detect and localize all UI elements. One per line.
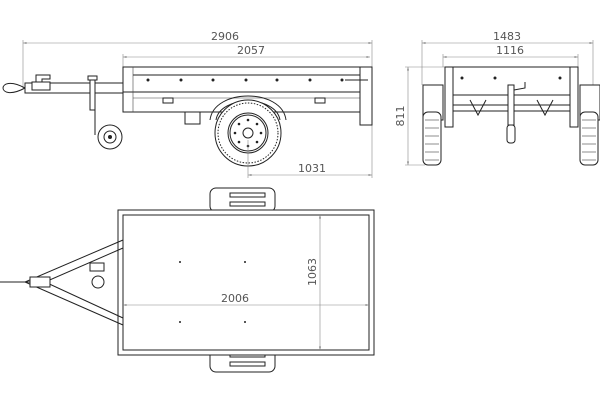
dimension-box-length: 2057	[237, 44, 265, 57]
rear-view: 1483 1116 811	[394, 30, 600, 166]
top-view: 1063 2006	[0, 187, 375, 373]
dimension-inner-length: 2006	[221, 292, 249, 305]
dimension-overall-length: 2906	[211, 30, 239, 43]
dimension-overall-width: 1483	[493, 30, 521, 43]
dimension-axle-to-rear: 1031	[298, 162, 326, 175]
dimension-inner-width: 1063	[306, 258, 319, 286]
dimension-box-width: 1116	[496, 44, 524, 57]
dimension-height: 811	[394, 106, 407, 127]
side-view: 2906 2057	[2, 30, 373, 178]
